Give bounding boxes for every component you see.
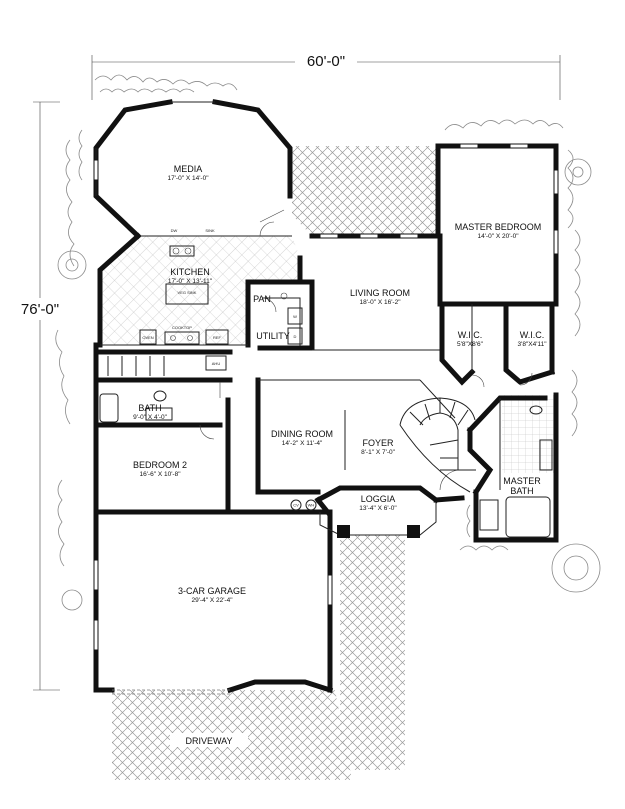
ahu-label: AHU <box>212 361 221 366</box>
garage-fixtures: CV WH <box>290 499 317 511</box>
landscaping <box>55 74 601 611</box>
cooktop-label: COOKTOP <box>172 325 192 330</box>
room-label-kitchen: KITCHEN <box>170 267 210 277</box>
overall-dimensions: 60'-0" 76'-0" <box>18 52 561 691</box>
room-size-dining-room: 14'-2" X 11'-4" <box>282 440 323 447</box>
room-label-bath: BATH <box>138 403 161 413</box>
veg-sink-label: VEG SINK <box>178 290 197 295</box>
room-label-garage: 3-CAR GARAGE <box>178 586 246 596</box>
washer-label: W <box>293 314 297 319</box>
room-size-living-room: 18'-0" X 16'-2" <box>359 299 401 306</box>
room-size-wic-right: 3'8"X4'11" <box>517 341 547 348</box>
cv-label: CV <box>293 503 299 508</box>
kitchen-fixtures: DW SINK VEG SINK OVEN COOKTOP REF AHU <box>107 228 229 376</box>
bath-fixtures <box>99 390 553 538</box>
room-size-garage: 29'-4" X 22'-4" <box>191 597 233 604</box>
dw-label: DW <box>171 228 178 233</box>
wh-label: WH <box>308 503 315 508</box>
room-size-media: 17'-0" X 14'-0" <box>167 175 209 182</box>
room-size-kitchen: 17'-0" X 13'-11" <box>168 278 213 285</box>
oven-label: OVEN <box>142 335 153 340</box>
dryer-label: D <box>294 334 297 339</box>
room-label-master-bath-2: BATH <box>510 486 533 496</box>
master-bath-floor <box>502 395 554 473</box>
room-label-wic-left: W.I.C. <box>458 330 483 340</box>
room-size-master-bedroom: 14'-0" X 20'-0" <box>477 233 519 240</box>
windows <box>93 143 559 651</box>
room-size-bedroom-2: 16'-6" X 10'-8" <box>139 471 181 478</box>
room-label-living-room: LIVING ROOM <box>350 288 410 298</box>
room-label-master-bath: MASTER <box>503 476 541 486</box>
room-label-media: MEDIA <box>174 164 203 174</box>
room-label-bedroom-2: BEDROOM 2 <box>133 460 187 470</box>
room-label-loggia: LOGGIA <box>361 494 396 504</box>
utility-fixtures: W D <box>280 292 303 345</box>
room-label-foyer: FOYER <box>362 438 394 448</box>
ref-label: REF <box>213 335 222 340</box>
room-size-wic-left: 5'8"X8'6" <box>457 341 484 348</box>
width-dimension: 60'-0" <box>307 53 345 70</box>
room-labels: MEDIA 17'-0" X 14'-0" KITCHEN 17'-0" X 1… <box>133 164 547 747</box>
front-walkway <box>340 535 405 770</box>
kitchen-floor <box>100 236 300 345</box>
room-size-bath: 9'-0" X 4'-0" <box>133 414 168 421</box>
sink-label: SINK <box>205 228 215 233</box>
rear-patio <box>292 146 438 236</box>
room-label-utility: UTILITY <box>256 331 290 341</box>
depth-dimension: 76'-0" <box>21 301 59 318</box>
room-label-driveway: DRIVEWAY <box>185 736 232 746</box>
columns <box>337 525 420 538</box>
room-label-master-bedroom: MASTER BEDROOM <box>455 222 542 232</box>
room-label-wic-right: W.I.C. <box>520 330 545 340</box>
room-size-foyer: 8'-1" X 7'-0" <box>361 449 396 456</box>
room-label-pantry: PAN <box>253 294 271 304</box>
room-size-loggia: 13'-4" X 6'-0" <box>359 505 397 512</box>
staircase <box>399 397 476 493</box>
room-label-dining-room: DINING ROOM <box>271 429 333 439</box>
